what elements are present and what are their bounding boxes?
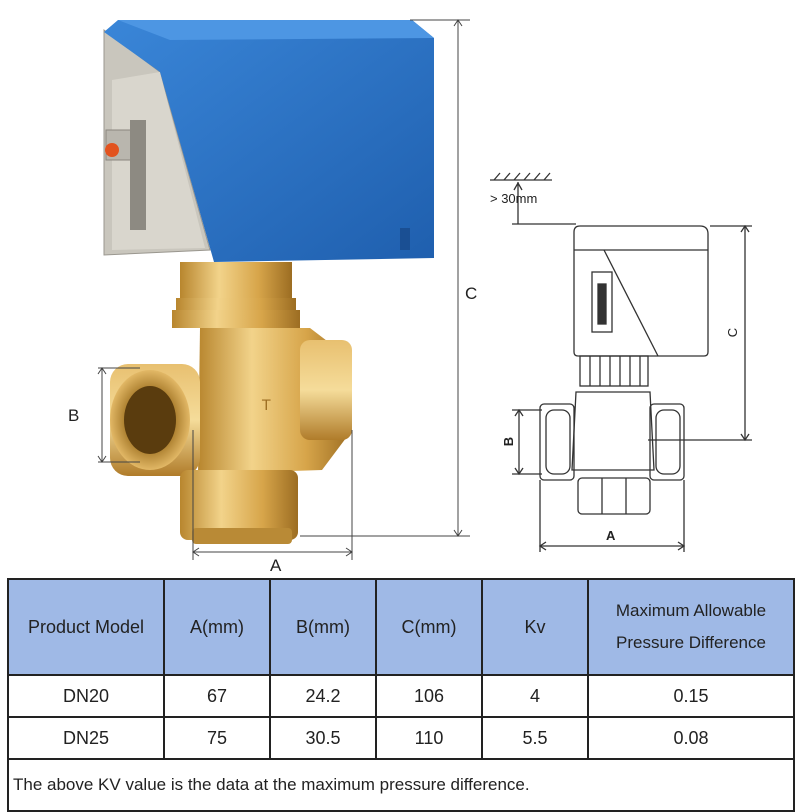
drawing-dim-label-b: B	[501, 436, 517, 447]
header-kv: Kv	[481, 578, 589, 676]
table-header-row: Product Model A(mm) B(mm) C(mm) Kv Maxim…	[7, 578, 795, 676]
spec-table: Product Model A(mm) B(mm) C(mm) Kv Maxim…	[7, 578, 795, 812]
cell-a: 75	[163, 716, 271, 760]
cell-b: 30.5	[269, 716, 377, 760]
dim-label-b: B	[68, 406, 80, 425]
header-c: C(mm)	[375, 578, 483, 676]
drawing-dim-label-c: C	[725, 327, 741, 338]
cell-kv: 5.5	[481, 716, 589, 760]
header-product-model: Product Model	[7, 578, 165, 676]
cell-c: 106	[375, 674, 483, 718]
cell-b: 24.2	[269, 674, 377, 718]
table-footnote: The above KV value is the data at the ma…	[7, 758, 795, 812]
valve-neck	[172, 262, 300, 328]
product-figure: T	[68, 19, 752, 575]
drawing-dim-label-a: A	[606, 528, 616, 543]
svg-text:T: T	[261, 398, 271, 414]
cell-kv: 4	[481, 674, 589, 718]
cell-model: DN25	[7, 716, 165, 760]
dim-label-c: C	[465, 284, 478, 303]
table-row: DN25 75 30.5 110 5.5 0.08	[7, 716, 795, 760]
cell-pressure: 0.08	[587, 716, 795, 760]
technical-drawing	[490, 172, 752, 552]
valve-illustration: T	[97, 19, 752, 560]
footnote-row: The above KV value is the data at the ma…	[7, 758, 795, 812]
table-row: DN20 67 24.2 106 4 0.15	[7, 674, 795, 718]
photo-dimension-lines	[97, 19, 470, 560]
cell-model: DN20	[7, 674, 165, 718]
header-max-pressure: Maximum Allowable Pressure Difference	[587, 578, 795, 676]
cell-pressure: 0.15	[587, 674, 795, 718]
cell-a: 67	[163, 674, 271, 718]
header-a: A(mm)	[163, 578, 271, 676]
actuator-housing	[103, 20, 434, 262]
valve-body-photo: T	[110, 328, 352, 544]
dim-label-a: A	[270, 556, 282, 575]
clearance-label: > 30mm	[490, 191, 538, 206]
header-b: B(mm)	[269, 578, 377, 676]
cell-c: 110	[375, 716, 483, 760]
